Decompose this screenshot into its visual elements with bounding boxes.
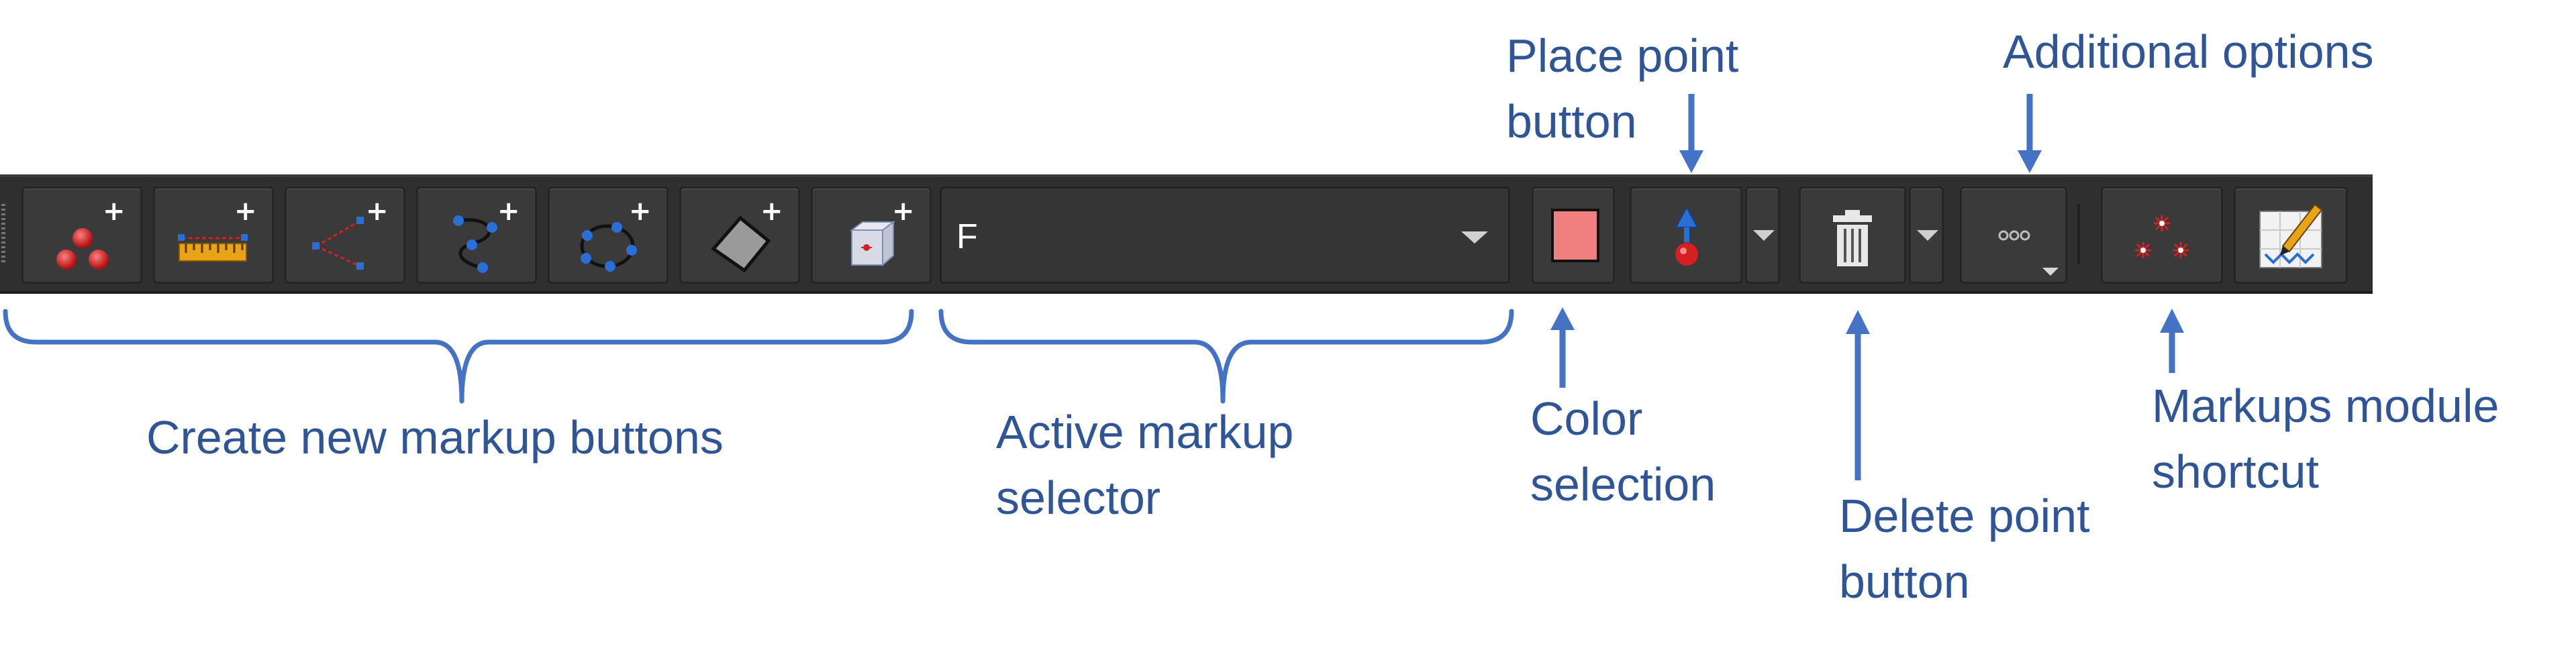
more-options-icon <box>1998 230 2059 276</box>
place-point-icon <box>1675 205 1699 266</box>
angle-icon <box>312 217 364 270</box>
create-plane-button[interactable]: + <box>679 186 800 284</box>
fiducial-points-icon <box>56 228 109 270</box>
plus-icon: + <box>234 196 257 227</box>
chevron-down-icon <box>1461 231 1488 244</box>
create-buttons-label: Create new markup buttons <box>146 411 724 464</box>
color-selection-label-line2: selection <box>1530 458 1716 510</box>
active-markup-value: F <box>956 217 978 256</box>
create-point-list-button[interactable]: + <box>21 186 142 284</box>
additional-options-button[interactable] <box>1960 186 2067 284</box>
color-swatch <box>1551 209 1599 262</box>
place-point-label-line2: button <box>1506 95 1637 148</box>
markups-toolbar: + + + <box>0 174 2373 294</box>
create-closed-curve-button[interactable]: + <box>548 186 668 284</box>
color-selection-button[interactable] <box>1532 186 1615 284</box>
plus-icon: + <box>892 196 915 227</box>
color-selection-label-line1: Color <box>1530 392 1643 445</box>
create-line-button[interactable]: + <box>153 186 274 284</box>
create-angle-button[interactable]: + <box>285 186 405 284</box>
markups-module-label-line2: shortcut <box>2152 445 2319 498</box>
plus-icon: + <box>629 196 652 227</box>
markups-module-icon <box>2135 215 2189 258</box>
active-selector-label-line2: selector <box>996 472 1161 524</box>
delete-point-button[interactable] <box>1799 186 1906 284</box>
plus-icon: + <box>366 196 389 227</box>
roi-box-icon <box>850 221 895 267</box>
selector-brace <box>938 309 1514 404</box>
plus-icon: + <box>103 196 126 227</box>
plus-icon: + <box>497 196 520 227</box>
create-open-curve-button[interactable]: + <box>416 186 537 284</box>
plus-icon: + <box>760 196 783 227</box>
create-roi-button[interactable]: + <box>811 186 932 284</box>
plane-icon <box>711 215 771 273</box>
chart-edit-button[interactable] <box>2234 186 2348 284</box>
delete-point-options-dropdown[interactable] <box>1909 186 1944 284</box>
place-point-options-dropdown[interactable] <box>1745 186 1780 284</box>
closed-curve-icon <box>580 222 637 272</box>
markups-module-label-line1: Markups module <box>2152 380 2499 432</box>
ruler-line-icon <box>178 234 248 262</box>
place-point-button[interactable] <box>1630 186 1742 284</box>
delete-point-label-line2: button <box>1839 555 1970 608</box>
trash-icon <box>1833 210 1872 266</box>
markups-module-shortcut-button[interactable] <box>2101 186 2223 284</box>
chart-pencil-icon <box>2259 203 2323 268</box>
additional-options-label: Additional options <box>2003 25 2374 78</box>
open-curve-icon <box>453 215 497 273</box>
delete-point-label-line1: Delete point <box>1839 490 2090 542</box>
toolbar-separator <box>2077 204 2080 264</box>
chevron-down-icon <box>1753 230 1775 241</box>
place-point-label-line1: Place point <box>1506 30 1739 82</box>
active-markup-selector[interactable]: F <box>940 186 1510 284</box>
chevron-down-icon <box>1917 230 1938 241</box>
toolbar-grip-handle[interactable] <box>1 204 5 264</box>
active-selector-label-line1: Active markup <box>996 406 1294 458</box>
create-buttons-brace <box>3 309 914 404</box>
